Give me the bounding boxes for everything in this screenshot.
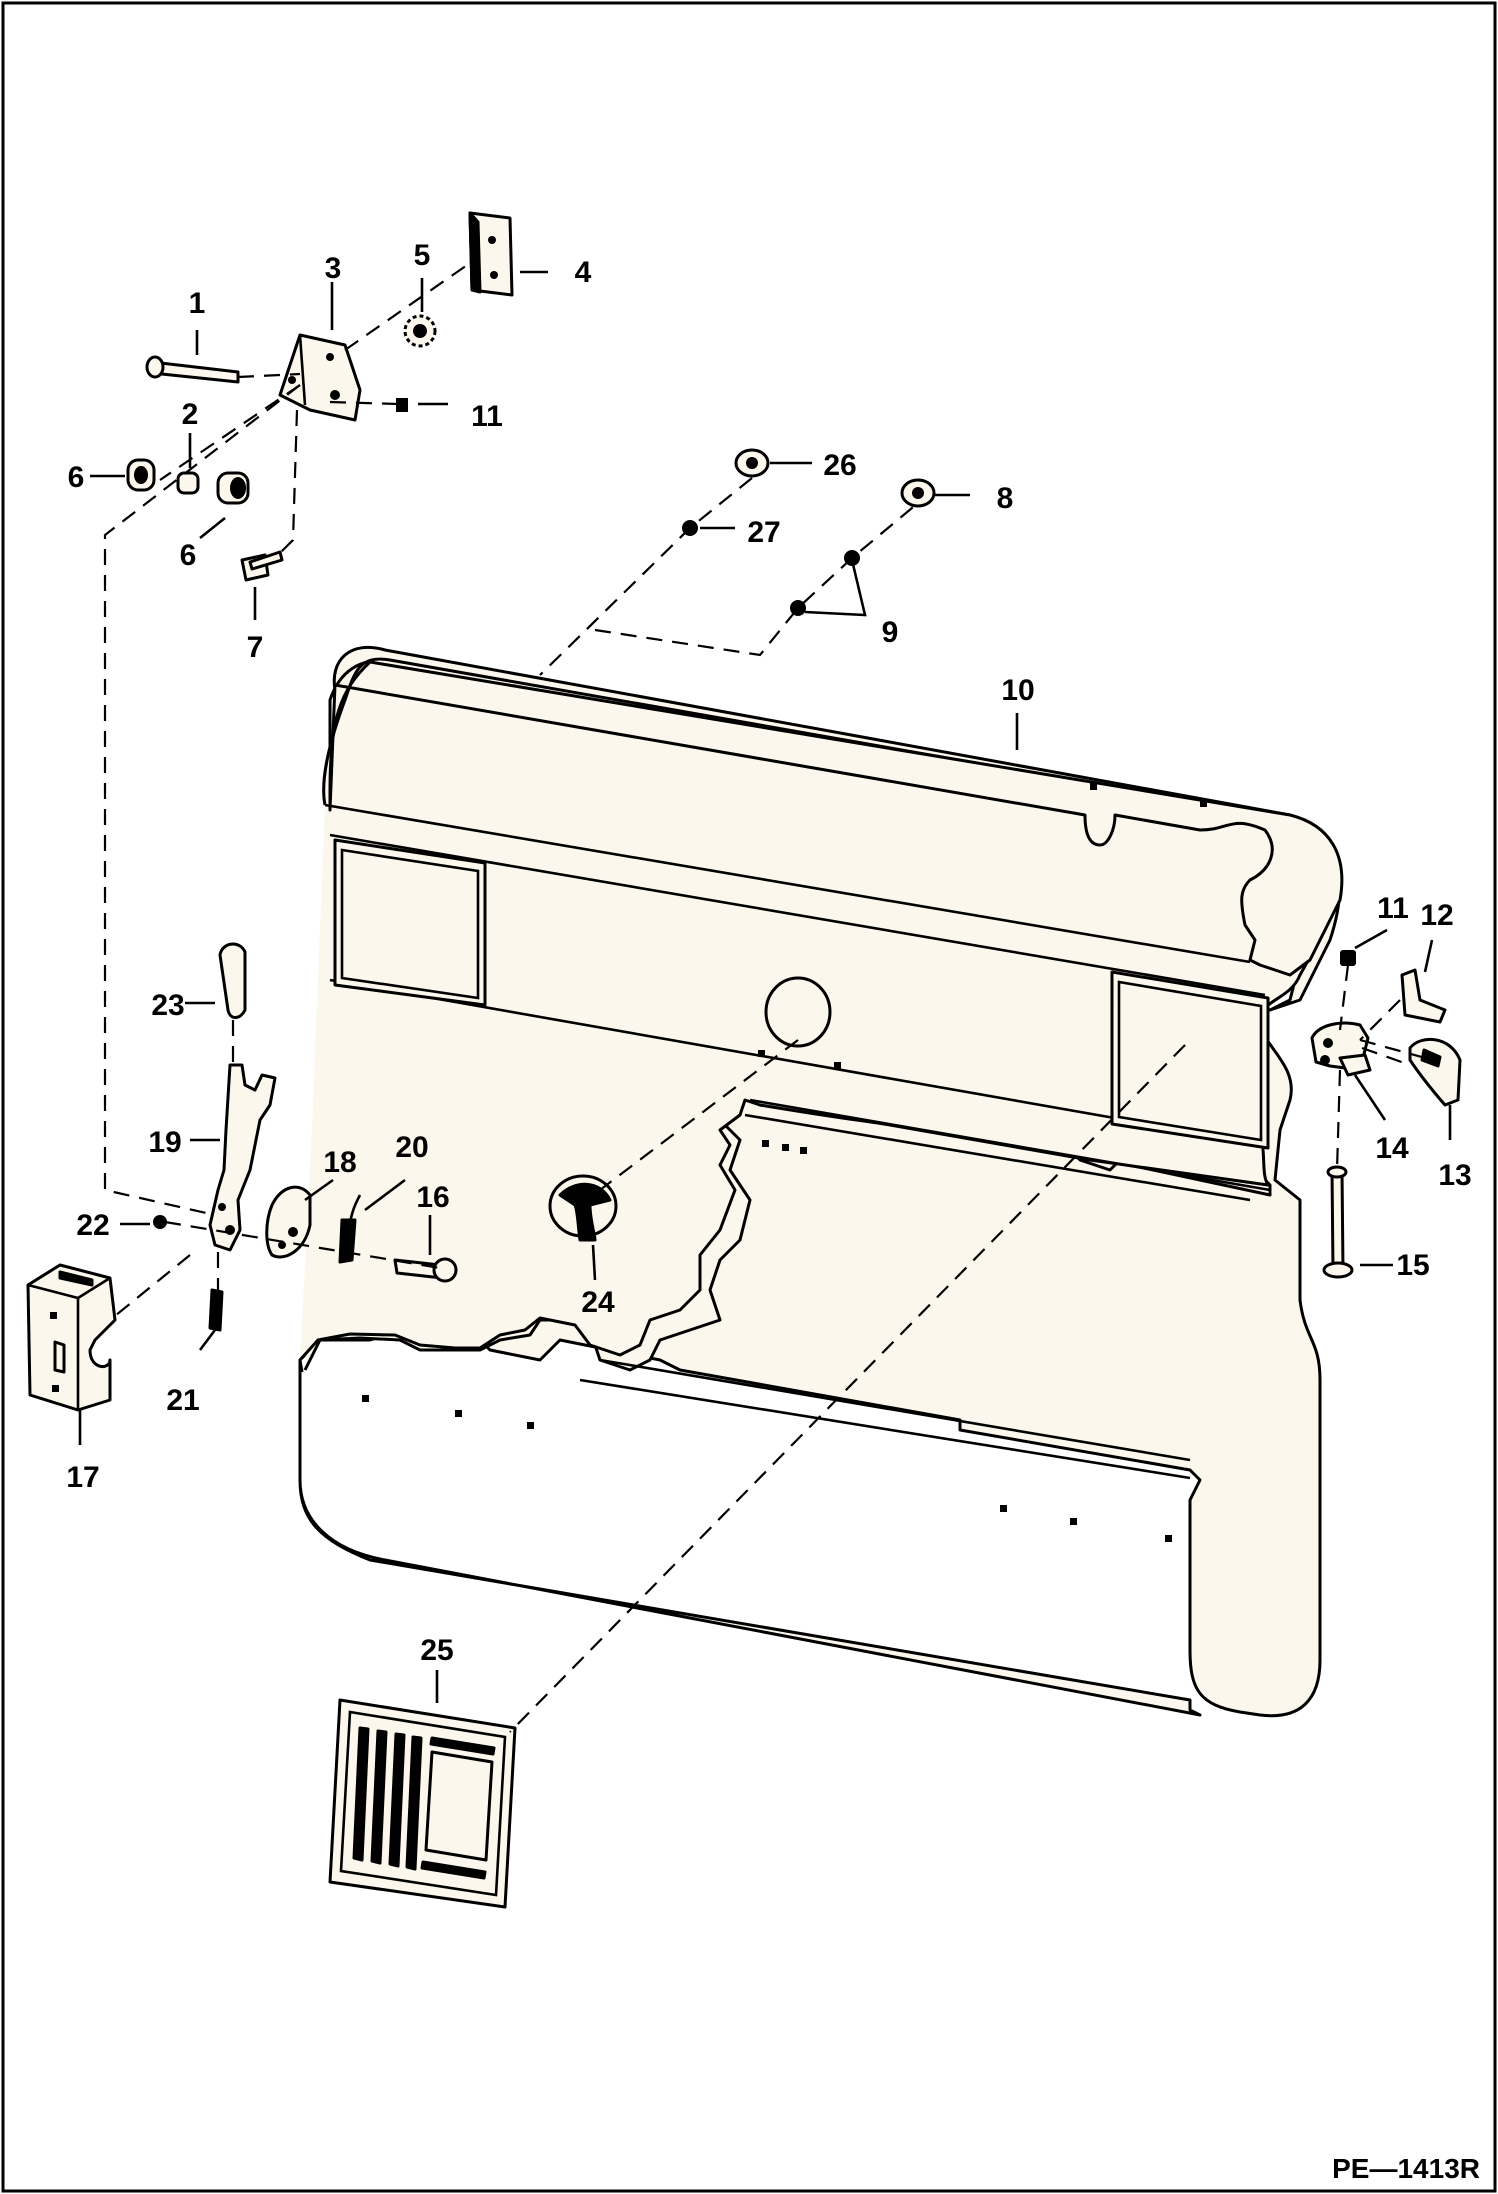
housing-part-17 <box>26 1263 117 1412</box>
callout-25: 25 <box>420 1634 453 1667</box>
callout-8: 8 <box>997 482 1014 515</box>
callout-17: 17 <box>66 1461 99 1494</box>
callout-1: 1 <box>189 287 206 320</box>
knob-part-23 <box>218 942 247 1019</box>
callout-18: 18 <box>323 1146 356 1179</box>
fastener-part-8 <box>900 478 936 508</box>
callout-2: 2 <box>182 398 199 431</box>
callout-15: 15 <box>1396 1249 1429 1282</box>
callout-13: 13 <box>1438 1159 1471 1192</box>
bushing-parts-6-2 <box>126 458 250 505</box>
callout-24: 24 <box>581 1286 615 1319</box>
nut-part-22 <box>153 1215 167 1229</box>
latch-part-13 <box>1408 1037 1462 1107</box>
bracket-part-3 <box>278 333 362 422</box>
figure-code: PE—1413R <box>1332 2153 1480 2184</box>
callout-21: 21 <box>166 1384 199 1417</box>
callout-7: 7 <box>247 631 264 664</box>
callout-12: 12 <box>1420 899 1453 932</box>
spring-part-21 <box>208 1288 224 1332</box>
callout-10: 10 <box>1001 674 1034 707</box>
callout-23: 23 <box>151 989 184 1022</box>
nut-part-11-a <box>396 398 408 412</box>
nut-part-11-b <box>1340 950 1356 966</box>
callout-26: 26 <box>823 449 856 482</box>
bolt-part-7 <box>240 550 284 582</box>
bracket-part-14 <box>1310 1021 1372 1077</box>
bracket-part-12 <box>1400 968 1447 1024</box>
assembly-dashed-lines <box>103 262 1441 1733</box>
door-panel <box>298 645 1344 1718</box>
callout-11-top: 11 <box>471 400 503 433</box>
star-washer-part-5 <box>403 314 437 348</box>
callout-4: 4 <box>575 256 592 289</box>
callout-6-right: 6 <box>180 539 197 572</box>
callout-6-left: 6 <box>68 461 85 494</box>
pin-part-15 <box>1322 1165 1354 1279</box>
leader-lines <box>78 270 1452 1703</box>
callout-27: 27 <box>747 516 780 549</box>
callout-3: 3 <box>325 252 342 285</box>
plate-part-4 <box>468 211 514 297</box>
callout-20: 20 <box>395 1131 428 1164</box>
spring-part-20 <box>338 1194 362 1264</box>
handle-part-24 <box>548 1174 618 1242</box>
vent-grille-part-25 <box>328 1698 517 1909</box>
callout-9: 9 <box>882 616 899 649</box>
plate-part-18 <box>265 1185 312 1259</box>
callout-22: 22 <box>76 1209 109 1242</box>
fastener-part-26 <box>734 448 770 478</box>
callout-11-right: 11 <box>1377 892 1409 925</box>
lever-part-19 <box>208 1063 277 1252</box>
callout-5: 5 <box>414 239 431 272</box>
callout-14: 14 <box>1375 1132 1409 1165</box>
bolt-part-1 <box>145 355 240 384</box>
callout-19: 19 <box>148 1126 181 1159</box>
bolt-part-16 <box>393 1257 458 1283</box>
callout-16: 16 <box>416 1181 449 1214</box>
callout-labels: 1 2 3 4 5 6 6 7 8 9 10 11 11 12 13 14 15… <box>66 239 1471 1667</box>
